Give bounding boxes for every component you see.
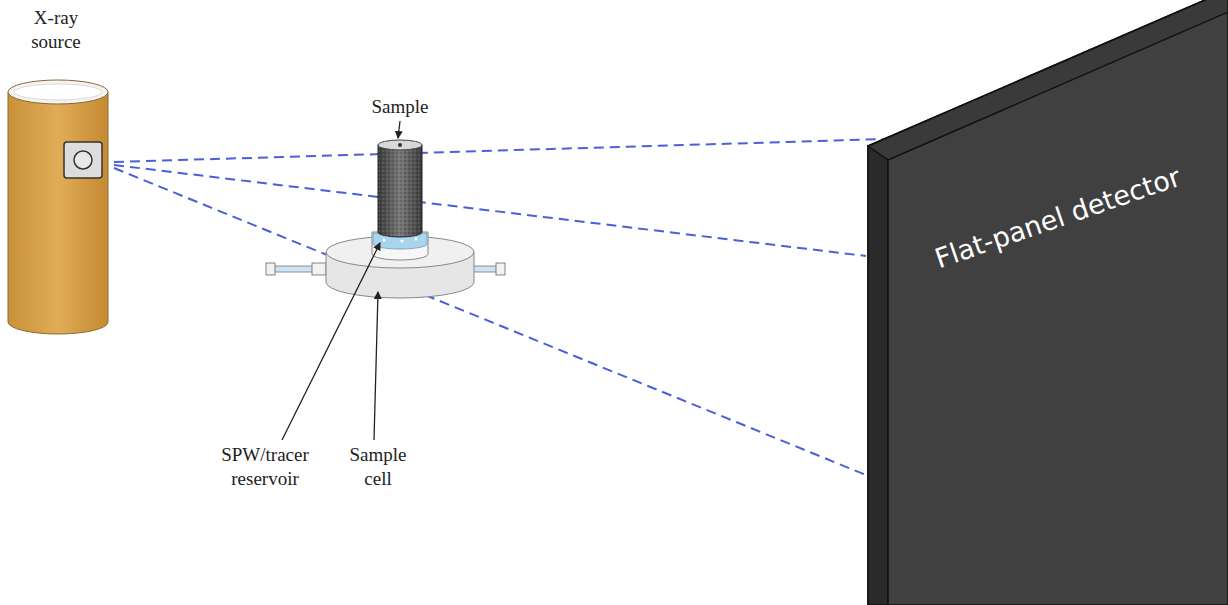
xray-source [8, 80, 108, 334]
cell-label: Sample cell [338, 443, 418, 491]
sample-label: Sample [355, 95, 445, 119]
flat-panel-detector [868, 0, 1228, 605]
source-label: X-ray source [11, 6, 101, 54]
sample-column [378, 140, 422, 237]
leader-lines [282, 121, 400, 440]
reservoir-label: SPW/tracer reservoir [205, 443, 325, 491]
sample-cell [266, 232, 505, 298]
